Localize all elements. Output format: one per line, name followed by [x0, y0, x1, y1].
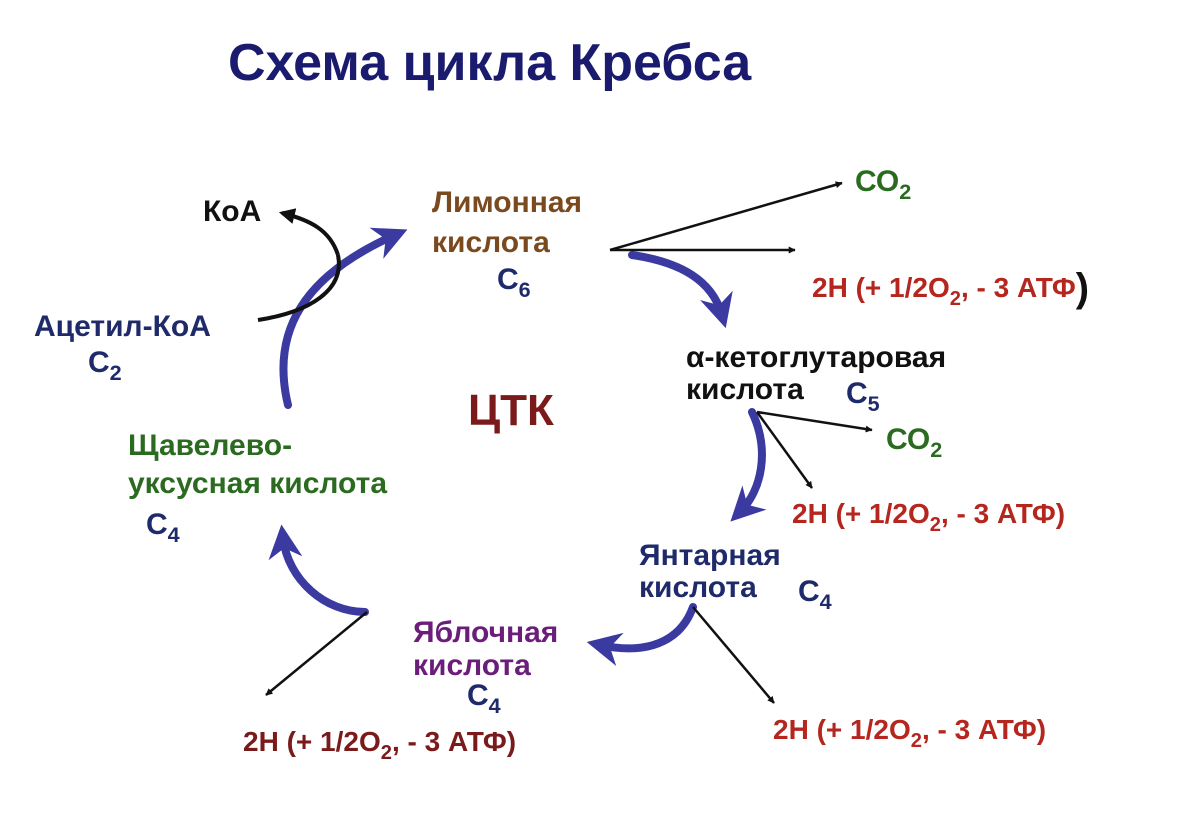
node-succinic-line2: кислота [639, 571, 757, 604]
node-succinic-carbon: С4 [798, 574, 832, 614]
cycle-arrow-succinate-to-malate [586, 603, 697, 667]
product-co2-citrate-main: СО [855, 165, 900, 198]
product-co2-ketoglutarate-main: СО [886, 423, 931, 456]
product-energy-citrate-close: ) [1075, 266, 1090, 310]
node-coa-label: КоА [203, 195, 262, 228]
product-energy-ketoglutarate-sub: 2 [929, 513, 941, 536]
arrow-ketoglutarate-co2 [756, 410, 873, 433]
node-acetyl-coa-carbon-letter: С [88, 346, 110, 379]
product-energy-ketoglutarate-pre: 2Н (+ 1/2О [792, 498, 930, 529]
node-succinic-carbon-sub: 4 [819, 589, 832, 615]
node-acetyl-coa-carbon-sub: 2 [109, 360, 122, 386]
product-energy-citrate-post: , - 3 АТФ [960, 272, 1076, 303]
node-malic-carbon-sub: 4 [488, 693, 501, 719]
node-citric-line1: Лимонная [432, 186, 583, 219]
cycle-arrow-malate-to-oxaloacetate [268, 524, 369, 616]
product-co2-citrate-sub: 2 [899, 179, 912, 205]
product-energy-citrate-sub: 2 [949, 287, 961, 310]
product-energy-succinate-post: , - 3 АТФ) [921, 714, 1047, 745]
node-oxaloacetic-carbon-letter: С [146, 508, 168, 541]
node-ketoglutaric-line1: α-кетоглутаровая [686, 341, 947, 374]
node-citric-carbon-sub: 6 [518, 277, 531, 303]
arrow-ketoglutarate-2h [755, 411, 814, 489]
node-citric-line2: кислота [432, 226, 550, 259]
product-energy-ketoglutarate-post: , - 3 АТФ) [940, 498, 1066, 529]
cycle-arrow-ketoglutarate-to-succinate [730, 408, 767, 522]
node-oxaloacetic-line2: уксусная кислота [128, 467, 388, 500]
node-citric-carbon: С6 [497, 262, 531, 302]
node-malic-line2: кислота [413, 649, 531, 682]
cycle-arrow-citrate-to-ketoglutarate [628, 251, 733, 329]
product-energy-succinate-pre: 2Н (+ 1/2О [773, 714, 911, 745]
node-ketoglutaric-line2: кислота [686, 373, 804, 406]
product-energy-ketoglutarate: 2Н (+ 1/2О2, - 3 АТФ) [792, 497, 1066, 536]
node-oxaloacetic-line1: Щавелево- [128, 429, 293, 462]
product-energy-malate: 2Н (+ 1/2О2, - 3 АТФ) [243, 725, 517, 764]
product-energy-succinate: 2Н (+ 1/2О2, - 3 АТФ) [773, 713, 1047, 752]
product-energy-citrate-pre: 2Н (+ 1/2О [812, 272, 950, 303]
acetyl-coa-entry-line [257, 254, 341, 322]
product-energy-citrate: 2Н (+ 1/2О2, - 3 АТФ) [812, 260, 1090, 310]
node-citric-carbon-letter: С [497, 263, 519, 296]
node-acetyl-coa-carbon: С2 [88, 345, 122, 385]
product-co2-citrate: СО2 [855, 164, 911, 204]
product-energy-succinate-sub: 2 [910, 729, 922, 752]
product-co2-ketoglutarate: СО2 [886, 422, 942, 462]
node-malic-carbon: С4 [467, 678, 501, 718]
product-energy-malate-sub: 2 [380, 741, 392, 764]
arrow-succinate-2h [692, 606, 775, 704]
coa-release-arrow [278, 208, 340, 256]
node-acetyl-coa-label: Ацетил-КоА [34, 310, 211, 343]
center-label: ЦТК [468, 386, 554, 435]
node-ketoglutaric-carbon-sub: 5 [867, 391, 880, 417]
product-energy-malate-post: , - 3 АТФ) [391, 726, 517, 757]
node-succinic-carbon-letter: С [798, 575, 820, 608]
node-oxaloacetic-carbon: С4 [146, 507, 180, 547]
arrow-malate-2h [265, 611, 368, 696]
node-ketoglutaric-carbon: С5 [846, 376, 880, 416]
product-energy-malate-pre: 2Н (+ 1/2О [243, 726, 381, 757]
node-succinic-line1: Янтарная [639, 539, 781, 572]
node-oxaloacetic-carbon-sub: 4 [167, 522, 180, 548]
arrow-citrate-co2 [609, 181, 843, 252]
node-malic-carbon-letter: С [467, 679, 489, 712]
diagram-title: Схема цикла Кребса [228, 34, 752, 92]
node-ketoglutaric-carbon-letter: С [846, 377, 868, 410]
product-co2-ketoglutarate-sub: 2 [930, 437, 943, 463]
node-malic-line1: Яблочная [413, 616, 559, 649]
